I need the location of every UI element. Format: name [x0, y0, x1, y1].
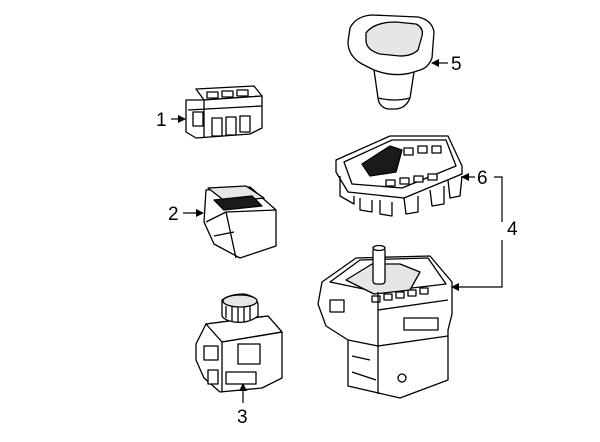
callout-2: 2 — [168, 204, 179, 225]
callout-3: 3 — [237, 407, 248, 428]
shifter-bezel-part — [335, 135, 463, 217]
shifter-assembly-part — [317, 244, 453, 399]
leader-4-lower — [451, 240, 503, 291]
callout-4: 4 — [507, 219, 518, 240]
button-module-part — [203, 185, 277, 259]
leader-lines — [171, 59, 503, 403]
leader-4-bracket — [494, 176, 503, 222]
callout-5: 5 — [451, 54, 462, 75]
callout-labels: 1 2 3 4 5 6 — [156, 54, 518, 428]
switch-assembly-part — [185, 85, 263, 139]
callout-1: 1 — [156, 110, 167, 131]
shift-knob-part — [347, 14, 435, 110]
rotary-controller-part — [195, 293, 283, 393]
callout-6: 6 — [477, 168, 488, 189]
